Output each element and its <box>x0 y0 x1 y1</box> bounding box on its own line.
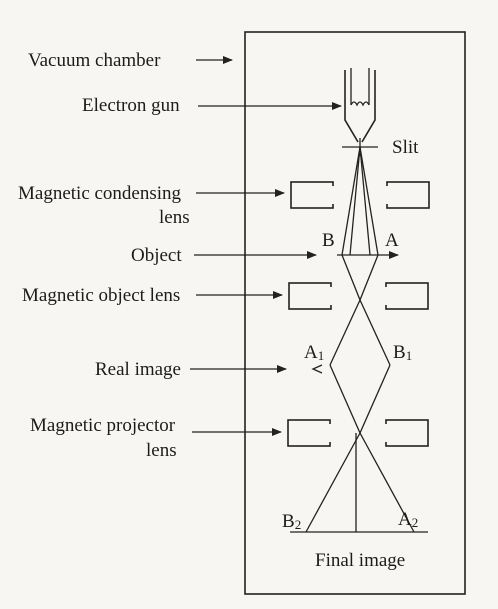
label-electron-gun: Electron gun <box>82 95 180 116</box>
label-slit: Slit <box>392 137 419 158</box>
point-B2: B2 <box>282 511 301 532</box>
label-condensing-lens-line1: Magnetic condensing <box>18 183 182 204</box>
electron-gun <box>344 68 376 143</box>
label-projector-lens-line2: lens <box>146 440 177 461</box>
label-final-image: Final image <box>315 550 405 571</box>
filament-icon <box>350 101 370 107</box>
label-projector-lens-line1: Magnetic projector <box>30 415 176 436</box>
projector-lens-right <box>385 419 429 447</box>
condensing-lens-left <box>290 181 334 209</box>
label-condensing-lens-line2: lens <box>159 207 190 228</box>
point-B: B <box>322 230 335 251</box>
object-lens-left <box>288 282 332 310</box>
point-B1: B1 <box>393 342 412 363</box>
condensing-lens-right <box>386 181 430 209</box>
label-object: Object <box>131 245 182 266</box>
point-A: A <box>385 230 399 251</box>
label-vacuum-chamber: Vacuum chamber <box>28 50 161 71</box>
object-lens-right <box>385 282 429 310</box>
point-A2: A2 <box>398 509 418 530</box>
point-A1: A1 <box>304 342 324 363</box>
label-object-lens: Magnetic object lens <box>22 285 180 306</box>
label-real-image: Real image <box>95 359 181 380</box>
projector-lens-left <box>287 419 331 447</box>
real-image-arrowhead <box>311 364 323 374</box>
electron-rays <box>305 146 415 533</box>
vacuum-chamber-outline <box>244 31 466 595</box>
